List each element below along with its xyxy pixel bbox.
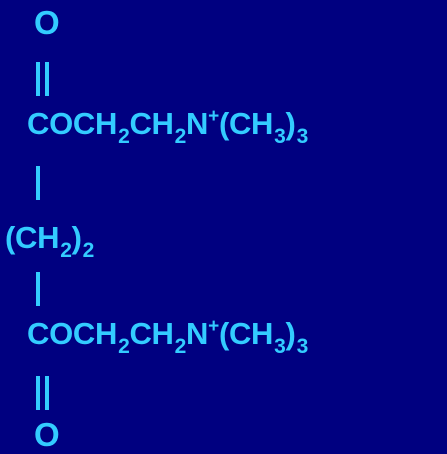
top-ester-sub3: 3 (274, 125, 286, 148)
bottom-ester-group: COCH2CH2N+(CH3)3 (27, 316, 308, 357)
linker-close: ) (71, 220, 82, 255)
methylene-linker: (CH2)2 (5, 220, 94, 261)
lower-single-bond (36, 272, 40, 306)
top-ester-mid3: (CH (218, 106, 274, 141)
bottom-ester-mid2: N (186, 316, 209, 351)
linker-sub1: 2 (60, 239, 72, 262)
top-ester-close: ) (285, 106, 296, 141)
bottom-ester-charge: + (208, 316, 219, 337)
top-ester-sub2: 2 (174, 125, 187, 148)
bottom-ester-mid3: (CH (218, 316, 274, 351)
bottom-ester-lead: COCH (27, 316, 118, 351)
top-ester-mid1: CH (129, 106, 174, 141)
top-oxygen-atom: O (34, 4, 60, 41)
bottom-oxygen-atom: O (34, 416, 60, 453)
top-ester-sub1: 2 (118, 125, 130, 148)
linker-sub2: 2 (82, 239, 95, 262)
top-ester-charge: + (208, 106, 219, 127)
bottom-ester-sub4: 3 (296, 335, 309, 358)
bottom-double-bond (36, 376, 49, 410)
top-ester-sub4: 3 (296, 125, 309, 148)
top-double-bond (36, 62, 49, 96)
bottom-ester-sub2: 2 (174, 335, 187, 358)
top-ester-lead: COCH (27, 106, 118, 141)
top-ester-mid2: N (186, 106, 209, 141)
bottom-ester-close: ) (285, 316, 296, 351)
bottom-ester-sub3: 3 (274, 335, 286, 358)
top-ester-group: COCH2CH2N+(CH3)3 (27, 106, 308, 147)
upper-single-bond (36, 166, 40, 200)
bottom-ester-mid1: CH (129, 316, 174, 351)
linker-lead: (CH (5, 220, 60, 255)
bottom-ester-sub1: 2 (118, 335, 130, 358)
